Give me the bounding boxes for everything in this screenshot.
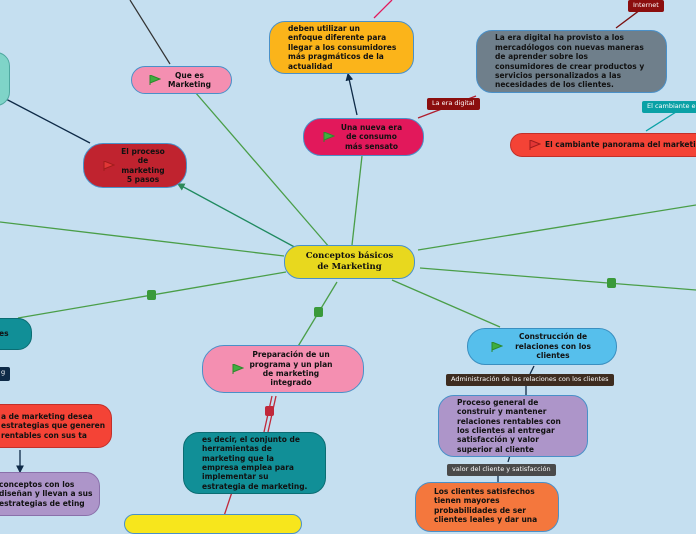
marker-icon (314, 307, 323, 317)
construccion-node[interactable]: Construcción de relaciones con los clien… (467, 328, 617, 365)
left-red-label: a de marketing desea estrategias que gen… (1, 411, 106, 440)
left-lavender-label: conceptos con los diseñan y llevan a sus… (0, 479, 93, 508)
preparacion-node[interactable]: Preparación de un programa y un plan de … (202, 345, 364, 393)
flag-icon (232, 364, 244, 374)
flag-icon (149, 75, 161, 85)
flag-icon (103, 160, 115, 171)
proceso-marketing-node[interactable]: El proceso de marketing 5 pasos (83, 143, 187, 188)
flag-icon (529, 140, 541, 150)
bottom-yellow-node[interactable] (124, 514, 302, 534)
enfoque-label: deben utilizar un enfoque diferente para… (288, 24, 397, 71)
left-teal-label: es (0, 329, 9, 339)
internet-tag: Internet (628, 0, 664, 12)
satisfechos-label: Los clientes satisfechos tienen mayores … (434, 487, 538, 525)
satisfechos-node[interactable]: Los clientes satisfechos tienen mayores … (415, 482, 559, 532)
left-lavender-node[interactable]: conceptos con los diseñan y llevan a sus… (0, 472, 100, 516)
conjunto-label: es decir, el conjunto de herramientas de… (202, 434, 308, 491)
central-topic[interactable]: Conceptos básicos de Marketing (284, 245, 415, 279)
proceso-marketing-label: El proceso de marketing 5 pasos (121, 146, 165, 184)
left-red-node[interactable]: a de marketing desea estrategias que gen… (0, 404, 112, 448)
flag-icon (491, 341, 503, 352)
marker-icon (265, 406, 274, 416)
proceso-general-node[interactable]: Proceso general de construir y mantener … (438, 395, 588, 457)
marker-icon (607, 278, 616, 288)
nueva-era-label: Una nueva era de consumo más sensato (340, 122, 403, 151)
valor-tag: valor del cliente y satisfacción (447, 464, 556, 476)
preparacion-label: Preparación de un programa y un plan de … (249, 350, 333, 388)
construccion-label: Construcción de relaciones con los clien… (515, 332, 591, 361)
left-teal-node[interactable]: es (0, 318, 32, 350)
administracion-tag: Administración de las relaciones con los… (446, 374, 614, 386)
enfoque-node[interactable]: deben utilizar un enfoque diferente para… (269, 21, 414, 74)
que-es-marketing-node[interactable]: Que es Marketing (131, 66, 232, 94)
era-digital-description-node[interactable]: La era digital ha provisto a los mercadó… (476, 30, 667, 93)
conjunto-node[interactable]: es decir, el conjunto de herramientas de… (183, 432, 326, 494)
era-digital-tag: La era digital (427, 98, 480, 110)
central-topic-label: Conceptos básicos de Marketing (305, 251, 394, 272)
marker-icon (147, 290, 156, 300)
panorama-node[interactable]: El cambiante panorama del marketing (510, 133, 696, 157)
cambiante-tag: El cambiante en (642, 101, 696, 113)
flag-icon (323, 132, 335, 142)
nueva-era-node[interactable]: Una nueva era de consumo más sensato (303, 118, 424, 156)
left-small-tag: g (0, 367, 11, 381)
left-mint-node[interactable] (0, 52, 10, 106)
era-digital-description-label: La era digital ha provisto a los mercadó… (495, 33, 645, 90)
panorama-label: El cambiante panorama del marketing (545, 140, 696, 150)
proceso-general-label: Proceso general de construir y mantener … (457, 397, 561, 454)
que-es-marketing-label: Que es Marketing (168, 70, 211, 89)
